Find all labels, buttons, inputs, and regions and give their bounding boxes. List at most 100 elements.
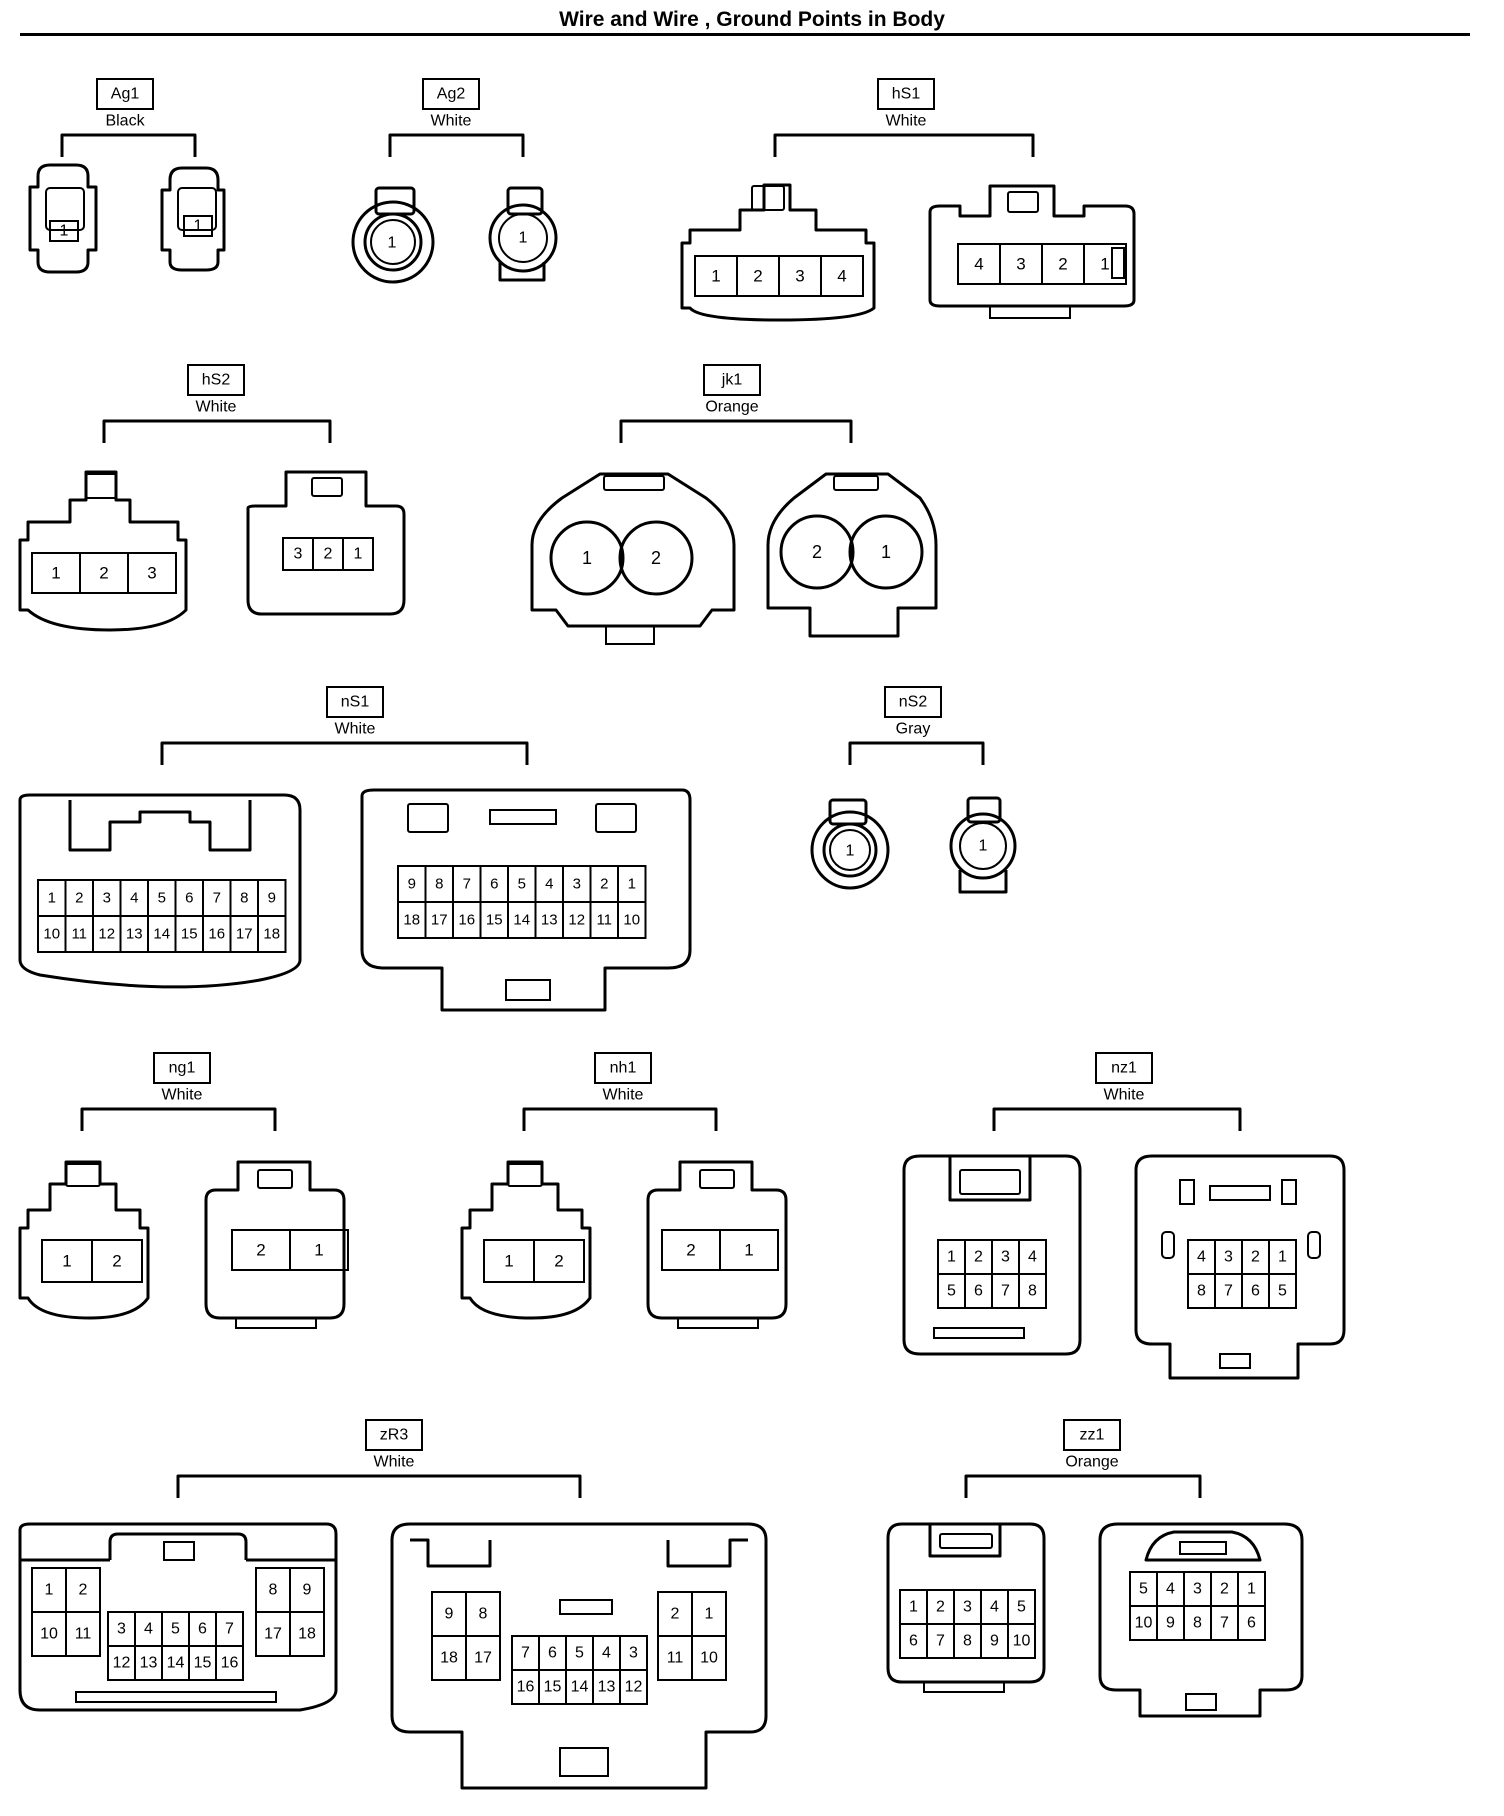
pin-number: 6 [185, 890, 193, 907]
connector-color: White [196, 399, 237, 416]
connector-id: Ag1 [111, 86, 140, 103]
pin-number: 17 [236, 926, 253, 943]
pin-number: 1 [744, 1241, 753, 1260]
pin-number: 5 [158, 890, 166, 907]
pin-number: 11 [71, 926, 87, 943]
pin-number: 3 [795, 267, 804, 286]
pin-number: 4 [1166, 1581, 1175, 1598]
pin-number: 16 [221, 1655, 239, 1672]
pin-number: 13 [140, 1655, 158, 1672]
pin-number: 14 [153, 926, 170, 943]
base-tab [498, 262, 546, 282]
lock-tab [1307, 1231, 1321, 1259]
latch [407, 803, 449, 833]
pin-number: 7 [521, 1645, 530, 1662]
housing-outline [766, 472, 938, 638]
pin-number: 8 [435, 876, 443, 893]
pin-number: 10 [700, 1650, 718, 1667]
pin-number: 3 [1193, 1581, 1202, 1598]
pin-cell [183, 215, 213, 237]
pin-number: 6 [1251, 1283, 1260, 1300]
connector-color: White [603, 1087, 644, 1104]
latch [1209, 1185, 1271, 1201]
latch [699, 1169, 735, 1189]
pin-number: 2 [112, 1252, 121, 1271]
pin-number: 14 [571, 1679, 589, 1696]
pin-number: 17 [474, 1650, 492, 1667]
base-tab [559, 1747, 609, 1777]
lock-tab [1179, 1179, 1195, 1205]
pin-number: 13 [598, 1679, 616, 1696]
pin-number: 6 [198, 1621, 207, 1638]
pin-number: 1 [628, 876, 636, 893]
base-tab [923, 1681, 1005, 1693]
pin-number: 12 [98, 926, 115, 943]
housing-outline [390, 1522, 768, 1790]
housing-outline [488, 203, 558, 273]
pin-number: 3 [1224, 1249, 1233, 1266]
title-rule [20, 33, 1470, 36]
connector-bracket [176, 1474, 582, 1498]
base-tab [75, 1691, 277, 1703]
housing-outline [530, 472, 736, 628]
pin-number: 5 [947, 1283, 956, 1300]
pin-number: 1 [1247, 1581, 1256, 1598]
latch [108, 1532, 248, 1560]
pin-cell [691, 1635, 727, 1681]
pin-number: 4 [974, 255, 983, 274]
pin-cell [719, 1229, 779, 1271]
pin-number: 5 [575, 1645, 584, 1662]
pin-number: 3 [103, 890, 111, 907]
pin-number: 1 [354, 546, 363, 563]
latch [1144, 1530, 1262, 1562]
pin-number: 8 [1197, 1283, 1206, 1300]
latch [85, 473, 117, 499]
connector-bracket [80, 1107, 277, 1131]
pin-cell [1237, 1605, 1266, 1641]
connector-id: nh1 [610, 1060, 637, 1077]
housing-outline [549, 520, 625, 596]
pin-number: 1 [51, 564, 60, 583]
pin-number: 9 [990, 1633, 999, 1650]
pin-number: 3 [963, 1599, 972, 1616]
base-tab [505, 979, 551, 1001]
pin-number: 3 [1016, 255, 1025, 274]
pin-number: 13 [541, 912, 558, 929]
pin-number: 8 [963, 1633, 972, 1650]
pin-number: 4 [602, 1645, 611, 1662]
latch [163, 1541, 195, 1561]
latch [603, 475, 665, 491]
pin-cavity [177, 187, 217, 231]
pin-number: 10 [1013, 1633, 1031, 1650]
pin-number: 1 [48, 890, 56, 907]
base-tab [989, 305, 1071, 319]
connector-id: nS2 [899, 694, 928, 711]
pin-number: 8 [1028, 1283, 1037, 1300]
latch [966, 796, 1002, 824]
housing-outline [18, 470, 188, 632]
pin-number: 2 [79, 1582, 88, 1599]
pin-number: 15 [544, 1679, 562, 1696]
base-tab [677, 1317, 759, 1329]
pin-number: 5 [518, 876, 526, 893]
housing-outline [498, 213, 548, 263]
connector-id: zR3 [380, 1427, 409, 1444]
base-tab [235, 1317, 317, 1329]
pin-number: 2 [671, 1606, 680, 1623]
pin-number: 6 [548, 1645, 557, 1662]
housing-outline [902, 1154, 1082, 1356]
pin-number: 7 [225, 1621, 234, 1638]
connector-id: zz1 [1080, 1427, 1105, 1444]
connector-id-box [326, 686, 384, 718]
pin-cell [1083, 243, 1127, 285]
latch [595, 803, 637, 833]
pin-number: 2 [686, 1241, 695, 1260]
pin-number: 11 [596, 912, 612, 929]
connector-id-box [594, 1052, 652, 1084]
housing-outline [959, 822, 1007, 870]
